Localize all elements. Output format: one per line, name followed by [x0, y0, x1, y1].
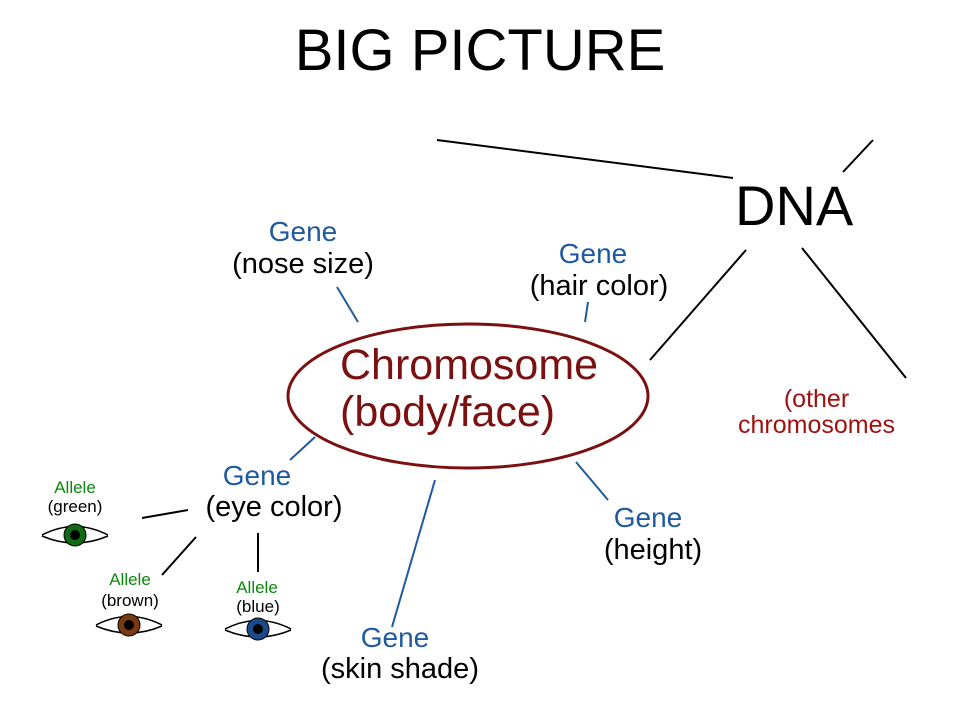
hair-gene-line — [584, 301, 589, 323]
green-eye-icon — [41, 523, 109, 547]
allele-green-variant: (green) — [47, 497, 103, 516]
height-gene-line — [575, 461, 609, 501]
eye-gene-line — [289, 436, 316, 461]
gene-nose-trait: (nose size) — [232, 248, 374, 280]
chromosome-node: Chromosome (body/face) — [340, 341, 599, 437]
gene-eye-label: Gene — [222, 460, 292, 491]
allele-green-label: Allele — [54, 478, 96, 497]
dna-to-other-line — [801, 247, 907, 379]
gene-skin-trait: (skin shade) — [321, 653, 479, 685]
gene-skin-label: Gene — [360, 622, 430, 653]
other-chromosomes-node: (other chromosomes — [738, 386, 895, 439]
blue-eye-icon — [224, 617, 292, 641]
gene-height-label: Gene — [613, 502, 683, 533]
page-title: BIG PICTURE — [294, 18, 666, 83]
gene-hair-label: Gene — [558, 238, 628, 269]
allele-blue-label: Allele — [236, 578, 278, 597]
dna-to-chromosome-line — [649, 249, 747, 361]
allele-brown-label: Allele — [109, 570, 151, 589]
dna-top-line — [436, 139, 734, 179]
brown-eye-icon — [95, 613, 163, 637]
chromosome-subtitle: (body/face) — [340, 388, 556, 437]
brown-allele-line — [161, 536, 197, 576]
skin-gene-line — [391, 479, 436, 628]
other-chromosomes-line1: (other — [783, 385, 850, 413]
gene-nose-label: Gene — [268, 216, 338, 247]
gene-height-trait: (height) — [603, 534, 703, 566]
gene-hair-trait: (hair color) — [529, 270, 669, 302]
green-allele-line — [141, 509, 189, 519]
chromosome-title: Chromosome — [340, 341, 599, 389]
nose-gene-line — [336, 286, 359, 323]
gene-eye-trait: (eye color) — [205, 491, 343, 523]
chromosome-ellipse — [286, 322, 650, 470]
dna-label: DNA — [735, 174, 854, 237]
dna-top-right-line — [842, 139, 874, 173]
other-chromosomes-line2: chromosomes — [738, 411, 895, 440]
allele-brown-variant: (brown) — [101, 591, 159, 610]
allele-blue-variant: (blue) — [236, 597, 280, 616]
